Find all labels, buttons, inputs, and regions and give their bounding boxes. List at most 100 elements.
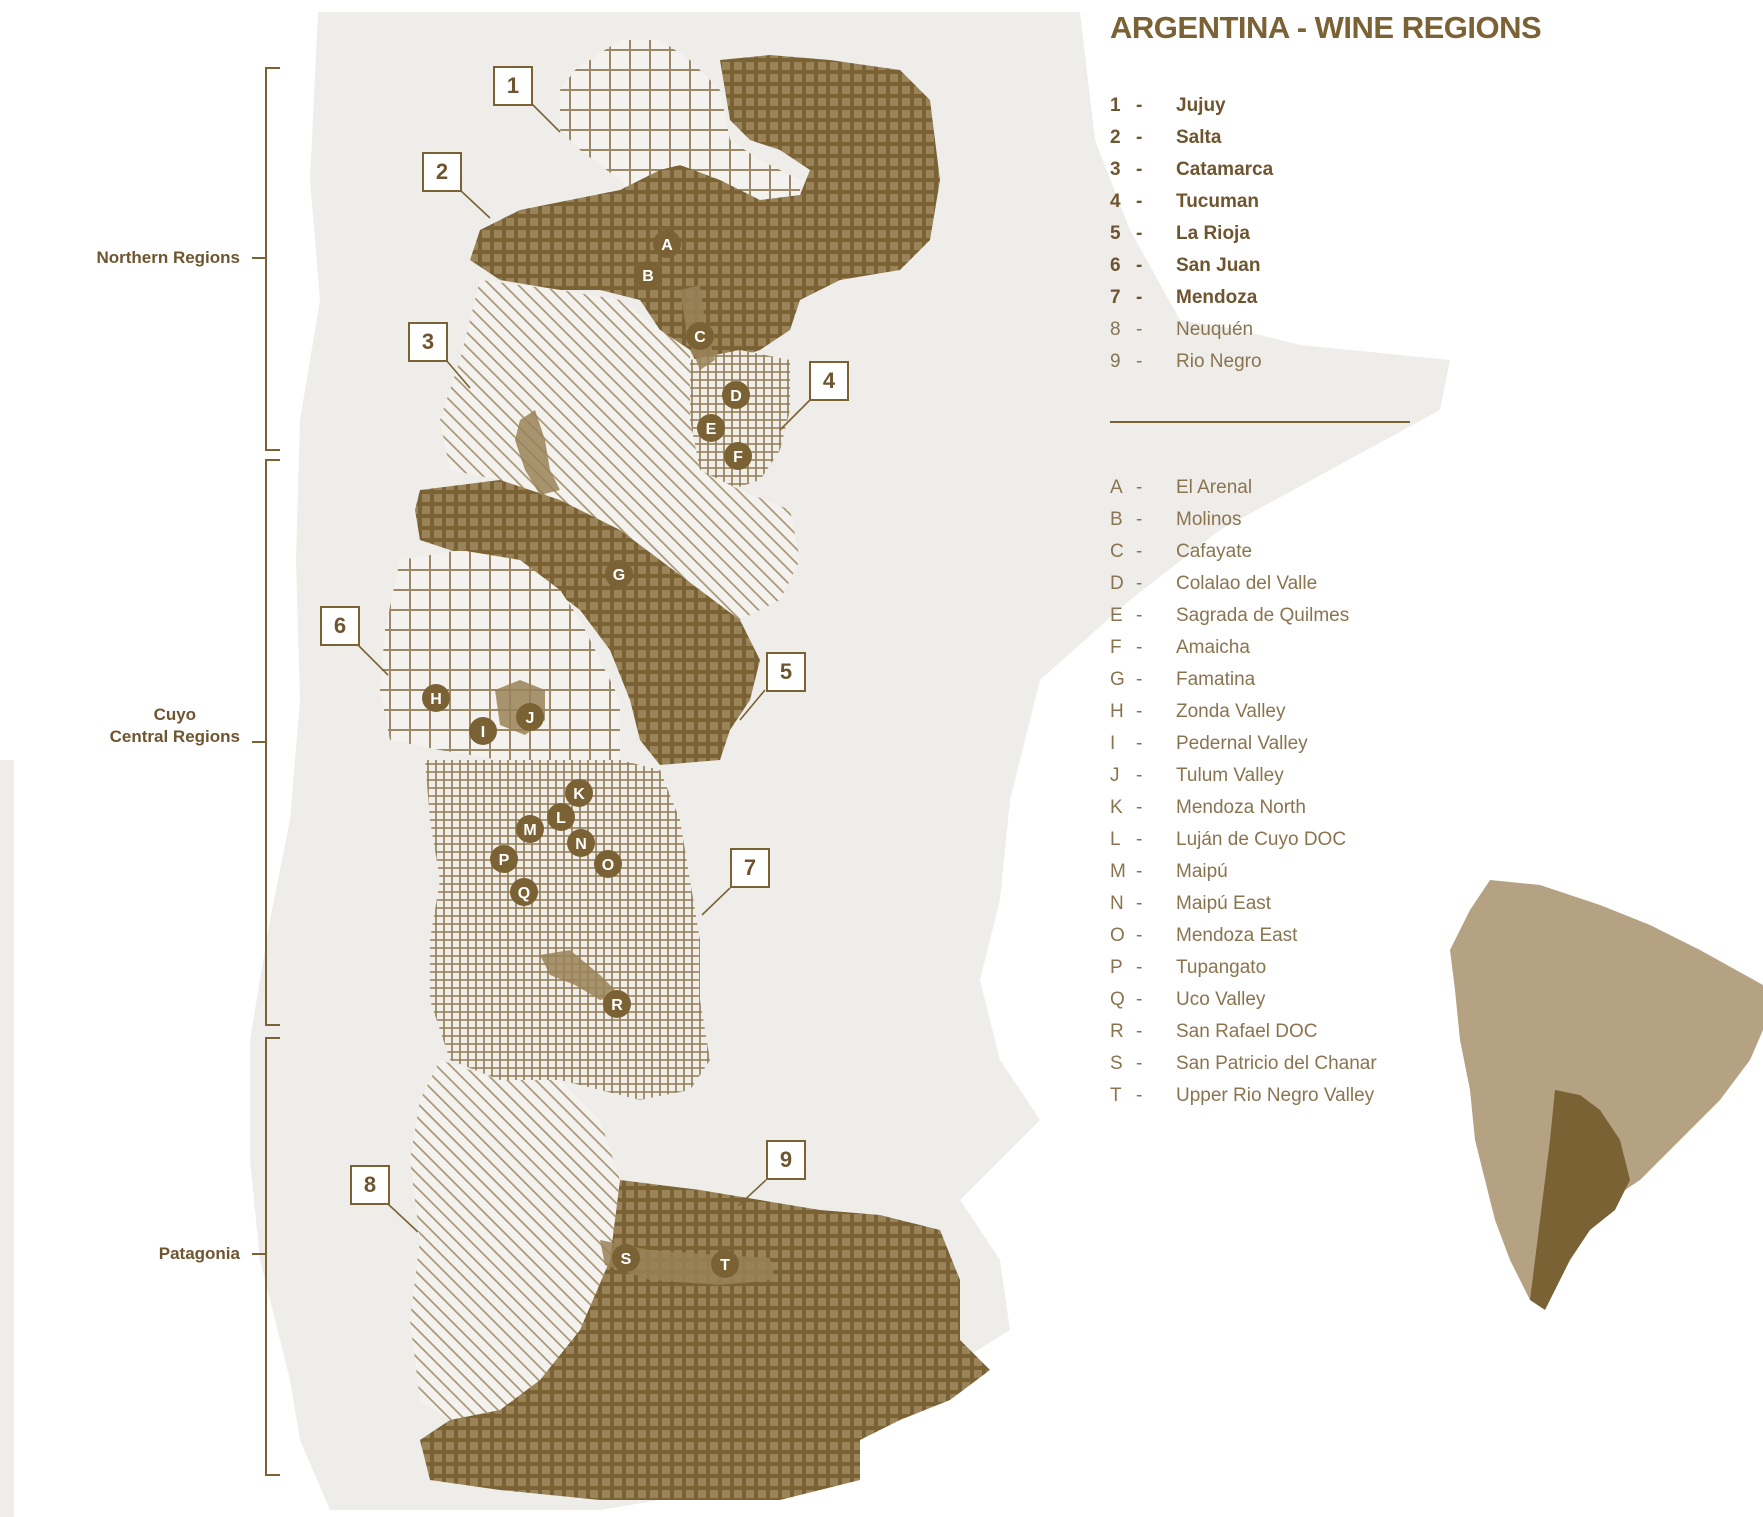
marker-m: M (516, 815, 544, 843)
sub-region-item: B-Molinos (1110, 509, 1242, 530)
marker-i: I (469, 717, 497, 745)
marker-label: I (481, 724, 485, 741)
region-tucuman (690, 350, 790, 490)
marker-label: C (694, 329, 706, 346)
marker-label: T (720, 1257, 730, 1274)
region-la-rioja (415, 480, 760, 765)
marker-p: P (490, 845, 518, 873)
province-item: 7-Mendoza (1110, 287, 1258, 308)
sub-region-item: H-Zonda Valley (1110, 701, 1286, 722)
region-catamarca (440, 280, 800, 620)
sub-region-item: E-Sagrada de Quilmes (1110, 605, 1350, 626)
region-rio-negro (420, 1180, 990, 1500)
sub-region-item: T-Upper Rio Negro Valley (1110, 1085, 1375, 1106)
sub-region-markers: AB C DEF G H I J KL M NO PQ R S T (422, 230, 752, 1278)
marker-label: E (706, 421, 717, 438)
callout-leaders (357, 103, 811, 1233)
marker-label: L (556, 810, 566, 827)
group-label-cuyo-line1: Cuyo (153, 705, 197, 724)
sub-region-item: J-Tulum Valley (1110, 765, 1284, 786)
callout-7: 7 (730, 848, 770, 888)
sub-region-item: C-Cafayate (1110, 541, 1253, 562)
marker-dot (422, 684, 450, 712)
marker-dot (634, 261, 662, 289)
callout-2: 2 (422, 152, 462, 192)
sub-region-item: S-San Patricio del Chanar (1110, 1053, 1377, 1074)
group-label-cuyo: Cuyo Central Regions (110, 704, 240, 748)
province-item: 4-Tucuman (1110, 191, 1260, 212)
marker-label: J (526, 710, 535, 727)
marker-label: D (730, 388, 742, 405)
callout-1: 1 (493, 66, 533, 106)
marker-n: N (567, 829, 595, 857)
marker-dot (603, 990, 631, 1018)
marker-label: A (661, 237, 673, 254)
province-item: 3-Catamarca (1110, 159, 1274, 180)
marker-label: G (613, 567, 625, 584)
region-mendoza (425, 760, 710, 1100)
sub-region-item: M-Maipú (1110, 861, 1228, 882)
marker-dot (510, 878, 538, 906)
marker-dot (605, 560, 633, 588)
marker-label: F (733, 449, 743, 466)
marker-label: M (523, 822, 536, 839)
bracket-patagonia (252, 1037, 280, 1476)
marker-d: D (722, 381, 750, 409)
sub-region-item: F-Amaicha (1110, 637, 1250, 658)
marker-label: Q (518, 885, 530, 902)
sub-region-item: R-San Rafael DOC (1110, 1021, 1318, 1042)
marker-f: F (724, 442, 752, 470)
marker-a: A (653, 230, 681, 258)
marker-s: S (612, 1244, 640, 1272)
province-item: 2-Salta (1110, 127, 1222, 148)
group-label-patagonia: Patagonia (158, 1244, 240, 1263)
valley-shape-catamarca (515, 410, 560, 495)
marker-r: R (603, 990, 631, 1018)
marker-dot (565, 779, 593, 807)
bracket-cuyo (252, 459, 280, 1026)
marker-dot (547, 803, 575, 831)
marker-dot (594, 850, 622, 878)
marker-label: H (430, 691, 442, 708)
marker-dot (469, 717, 497, 745)
sub-region-item: A-El Arenal (1110, 477, 1253, 498)
marker-dot (686, 322, 714, 350)
marker-dot (612, 1244, 640, 1272)
marker-l: L (547, 803, 575, 831)
marker-b: B (634, 261, 662, 289)
marker-dot (516, 703, 544, 731)
province-item: 9-Rio Negro (1110, 351, 1262, 372)
marker-label: B (642, 268, 654, 285)
region-neuquen (410, 1060, 620, 1420)
province-item: 8-Neuquén (1110, 319, 1254, 340)
marker-dot (567, 829, 595, 857)
marker-dot (697, 414, 725, 442)
marker-k: K (565, 779, 593, 807)
marker-dot (653, 230, 681, 258)
sub-region-item: G-Famatina (1110, 669, 1256, 690)
province-item: 1-Jujuy (1110, 95, 1226, 116)
province-legend: 1-Jujuy 2-Salta 3-Catamarca 4-Tucuman 5-… (1110, 90, 1273, 378)
marker-label: O (602, 857, 614, 874)
marker-dot (724, 442, 752, 470)
marker-o: O (594, 850, 622, 878)
sub-region-item: I-Pedernal Valley (1110, 733, 1308, 754)
marker-label: S (621, 1251, 632, 1268)
sub-region-item: L-Luján de Cuyo DOC (1110, 829, 1347, 850)
marker-q: Q (510, 878, 538, 906)
marker-dot (722, 381, 750, 409)
callout-6: 6 (320, 606, 360, 646)
marker-e: E (697, 414, 725, 442)
callout-9: 9 (766, 1140, 806, 1180)
sub-region-item: K-Mendoza North (1110, 797, 1306, 818)
marker-c: C (686, 322, 714, 350)
marker-dot (490, 845, 518, 873)
marker-label: N (575, 836, 587, 853)
marker-label: K (573, 786, 585, 803)
group-label-northern: Northern Regions (96, 248, 240, 267)
south-america-inset (1450, 880, 1763, 1300)
valley-shape-san-rafael (540, 950, 620, 1000)
marker-j: J (516, 703, 544, 731)
marker-label: R (611, 997, 623, 1014)
